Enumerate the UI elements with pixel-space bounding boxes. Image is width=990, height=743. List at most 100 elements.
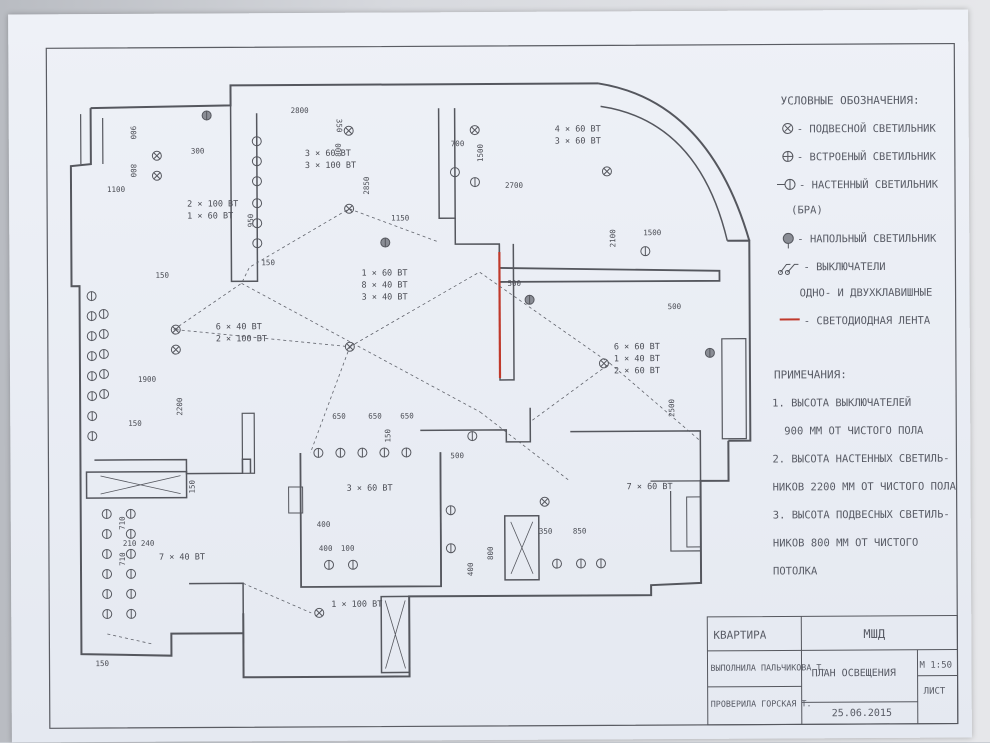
pendant-light-icon <box>345 204 354 213</box>
recessed-light-icon <box>252 157 261 166</box>
recessed-light-icon <box>450 168 459 177</box>
recessed-light-icon <box>252 177 261 186</box>
recessed-light-icon <box>402 448 411 457</box>
pendant-light-icon <box>171 325 180 334</box>
room-load-label: 7 × 40 ВТ <box>159 552 205 562</box>
shaft-right-cross <box>511 522 533 574</box>
recessed-light-icon <box>314 448 323 457</box>
room-load-label: 1 × 40 ВТ <box>614 354 660 364</box>
recessed-light-icon <box>576 559 585 568</box>
dimension-label: 150 <box>383 428 392 442</box>
pendant-light-icon <box>602 167 611 176</box>
floor-lamp-icon <box>202 111 211 120</box>
notes: ПРИМЕЧАНИЯ: 1. ВЫСОТА ВЫКЛЮЧАТЕЛЕЙ 900 М… <box>772 368 957 578</box>
dimension-label: 710 <box>118 552 127 566</box>
pendant-light-icon <box>599 359 608 368</box>
room-load-label: 6 × 60 ВТ <box>614 342 660 352</box>
recessed-light-icon <box>88 412 97 421</box>
dimension-label: 400 <box>319 544 333 553</box>
note-line-2: 900 ММ ОТ ЧИСТОГО ПОЛА <box>784 425 924 438</box>
legend-item-switch: - ВЫКЛЮЧАТЕЛИ ОДНО- И ДВУХКЛАВИШНЫЕ <box>778 261 932 300</box>
legend-label-switch-types: ОДНО- И ДВУХКЛАВИШНЫЕ <box>800 287 933 300</box>
drawing-frame <box>46 44 958 729</box>
recessed-light-icon <box>126 509 135 518</box>
dimension-label: 150 <box>155 271 169 280</box>
recessed-light-icon <box>324 560 333 569</box>
partition-living-top <box>499 267 719 282</box>
floor-lamp-icon <box>381 238 390 247</box>
legend-item-led: - СВЕТОДИОДНАЯ ЛЕНТА <box>780 315 931 328</box>
recessed-light-icon <box>380 448 389 457</box>
top-wall <box>90 83 598 108</box>
pendant-light-icon <box>470 126 479 135</box>
recessed-light-icon <box>87 312 96 321</box>
dimension-label: 950 <box>246 213 255 227</box>
sheet-label: ЛИСТ <box>924 687 946 697</box>
dimension-label: 710 <box>118 516 127 530</box>
recessed-light-icon <box>103 569 112 578</box>
legend-label-recessed: - ВСТРОЕНЫЙ СВЕТИЛЬНИК <box>797 150 937 164</box>
column-left <box>242 413 254 473</box>
plan-dimensions: 1100280090080095015028501150270070015002… <box>93 104 684 668</box>
dimension-label: 100 <box>341 544 355 553</box>
recessed-light-icon <box>252 137 261 146</box>
dimension-label: 800 <box>334 143 343 157</box>
pendant-light-icon <box>540 497 549 506</box>
dimension-label: 2100 <box>608 229 617 248</box>
note-line-6: НИКОВ 800 ММ ОТ ЧИСТОГО <box>773 537 918 550</box>
legend: УСЛОВНЫЕ ОБОЗНАЧЕНИЯ: - ПОДВЕСНОЙ СВЕТИЛ… <box>777 94 940 328</box>
recessed-light-icon <box>102 509 111 518</box>
dimension-label: 400 <box>317 520 331 529</box>
dimension-label: 500 <box>668 302 682 311</box>
legend-title: УСЛОВНЫЕ ОБОЗНАЧЕНИЯ: <box>781 94 920 108</box>
dimension-label: 850 <box>573 526 587 535</box>
dimension-label: 350 <box>539 527 553 536</box>
dimension-label: 240 <box>141 539 155 548</box>
recessed-light-icon <box>468 432 477 441</box>
dimension-label: 210 <box>123 539 137 548</box>
dimension-label: 1150 <box>391 213 410 222</box>
floor-lamp-icon <box>783 233 793 243</box>
room-load-label: 1 × 60 ВТ <box>361 268 407 278</box>
radiator <box>687 497 701 547</box>
recessed-light-icon <box>103 589 112 598</box>
led-strip <box>499 252 500 378</box>
room-load-label: 2 × 60 ВТ <box>614 366 660 376</box>
legend-label-sconce: (БРА) <box>791 204 823 216</box>
recessed-light-icon <box>88 392 97 401</box>
title-block-text: КВАРТИРА МШД ВЫПОЛНИЛА ПАЛЬЧИКОВА Т. ПРО… <box>710 627 952 720</box>
curved-wall-outer <box>598 83 749 242</box>
legend-item-pendant: - ПОДВЕСНОЙ СВЕТИЛЬНИК <box>783 122 937 136</box>
room-load-label: 7 × 60 ВТ <box>627 482 673 492</box>
dimension-label: 150 <box>95 659 109 668</box>
recessed-light-icon <box>87 292 96 301</box>
dimension-label: 650 <box>332 412 346 421</box>
floor-lamp-icon <box>705 348 714 357</box>
dimension-label: 700 <box>451 139 465 148</box>
bay-window <box>722 339 747 439</box>
dimension-label: 1500 <box>643 228 662 237</box>
recessed-light-icon <box>446 506 455 515</box>
floor-plan <box>70 83 751 679</box>
recessed-light-icon <box>446 544 455 553</box>
pendant-light-icon <box>152 171 161 180</box>
room-load-label: 2 × 100 ВТ <box>216 334 267 344</box>
lighting-plan-drawing: 2 × 100 ВТ1 × 60 ВТ3 × 60 ВТ3 × 100 ВТ4 … <box>8 9 972 742</box>
note-line-5: 3. ВЫСОТА ПОДВЕСНЫХ СВЕТИЛЬ- <box>773 509 950 522</box>
dimension-label: 900 <box>129 126 138 140</box>
pendant-light-icon <box>171 345 180 354</box>
legend-label-pendant: - ПОДВЕСНОЙ СВЕТИЛЬНИК <box>797 122 937 136</box>
note-line-4: НИКОВ 2200 ММ ОТ ЧИСТОГО ПОЛА <box>773 481 957 494</box>
room-load-label: 6 × 40 ВТ <box>216 322 262 332</box>
note-line-3: 2. ВЫСОТА НАСТЕННЫХ СВЕТИЛЬ- <box>772 453 949 466</box>
legend-label-led: - СВЕТОДИОДНАЯ ЛЕНТА <box>804 315 931 328</box>
pendant-light-icon <box>344 126 353 135</box>
dimension-label: 650 <box>368 412 382 421</box>
dimension-label: 2850 <box>362 176 371 195</box>
recessed-light-icon <box>253 239 262 248</box>
dimension-label: 2200 <box>175 397 184 416</box>
room-load-label: 3 × 100 ВТ <box>305 161 356 171</box>
recessed-light-icon <box>470 178 479 187</box>
room-load-label: 2 × 100 ВТ <box>187 199 238 209</box>
recessed-light-icon <box>348 560 357 569</box>
